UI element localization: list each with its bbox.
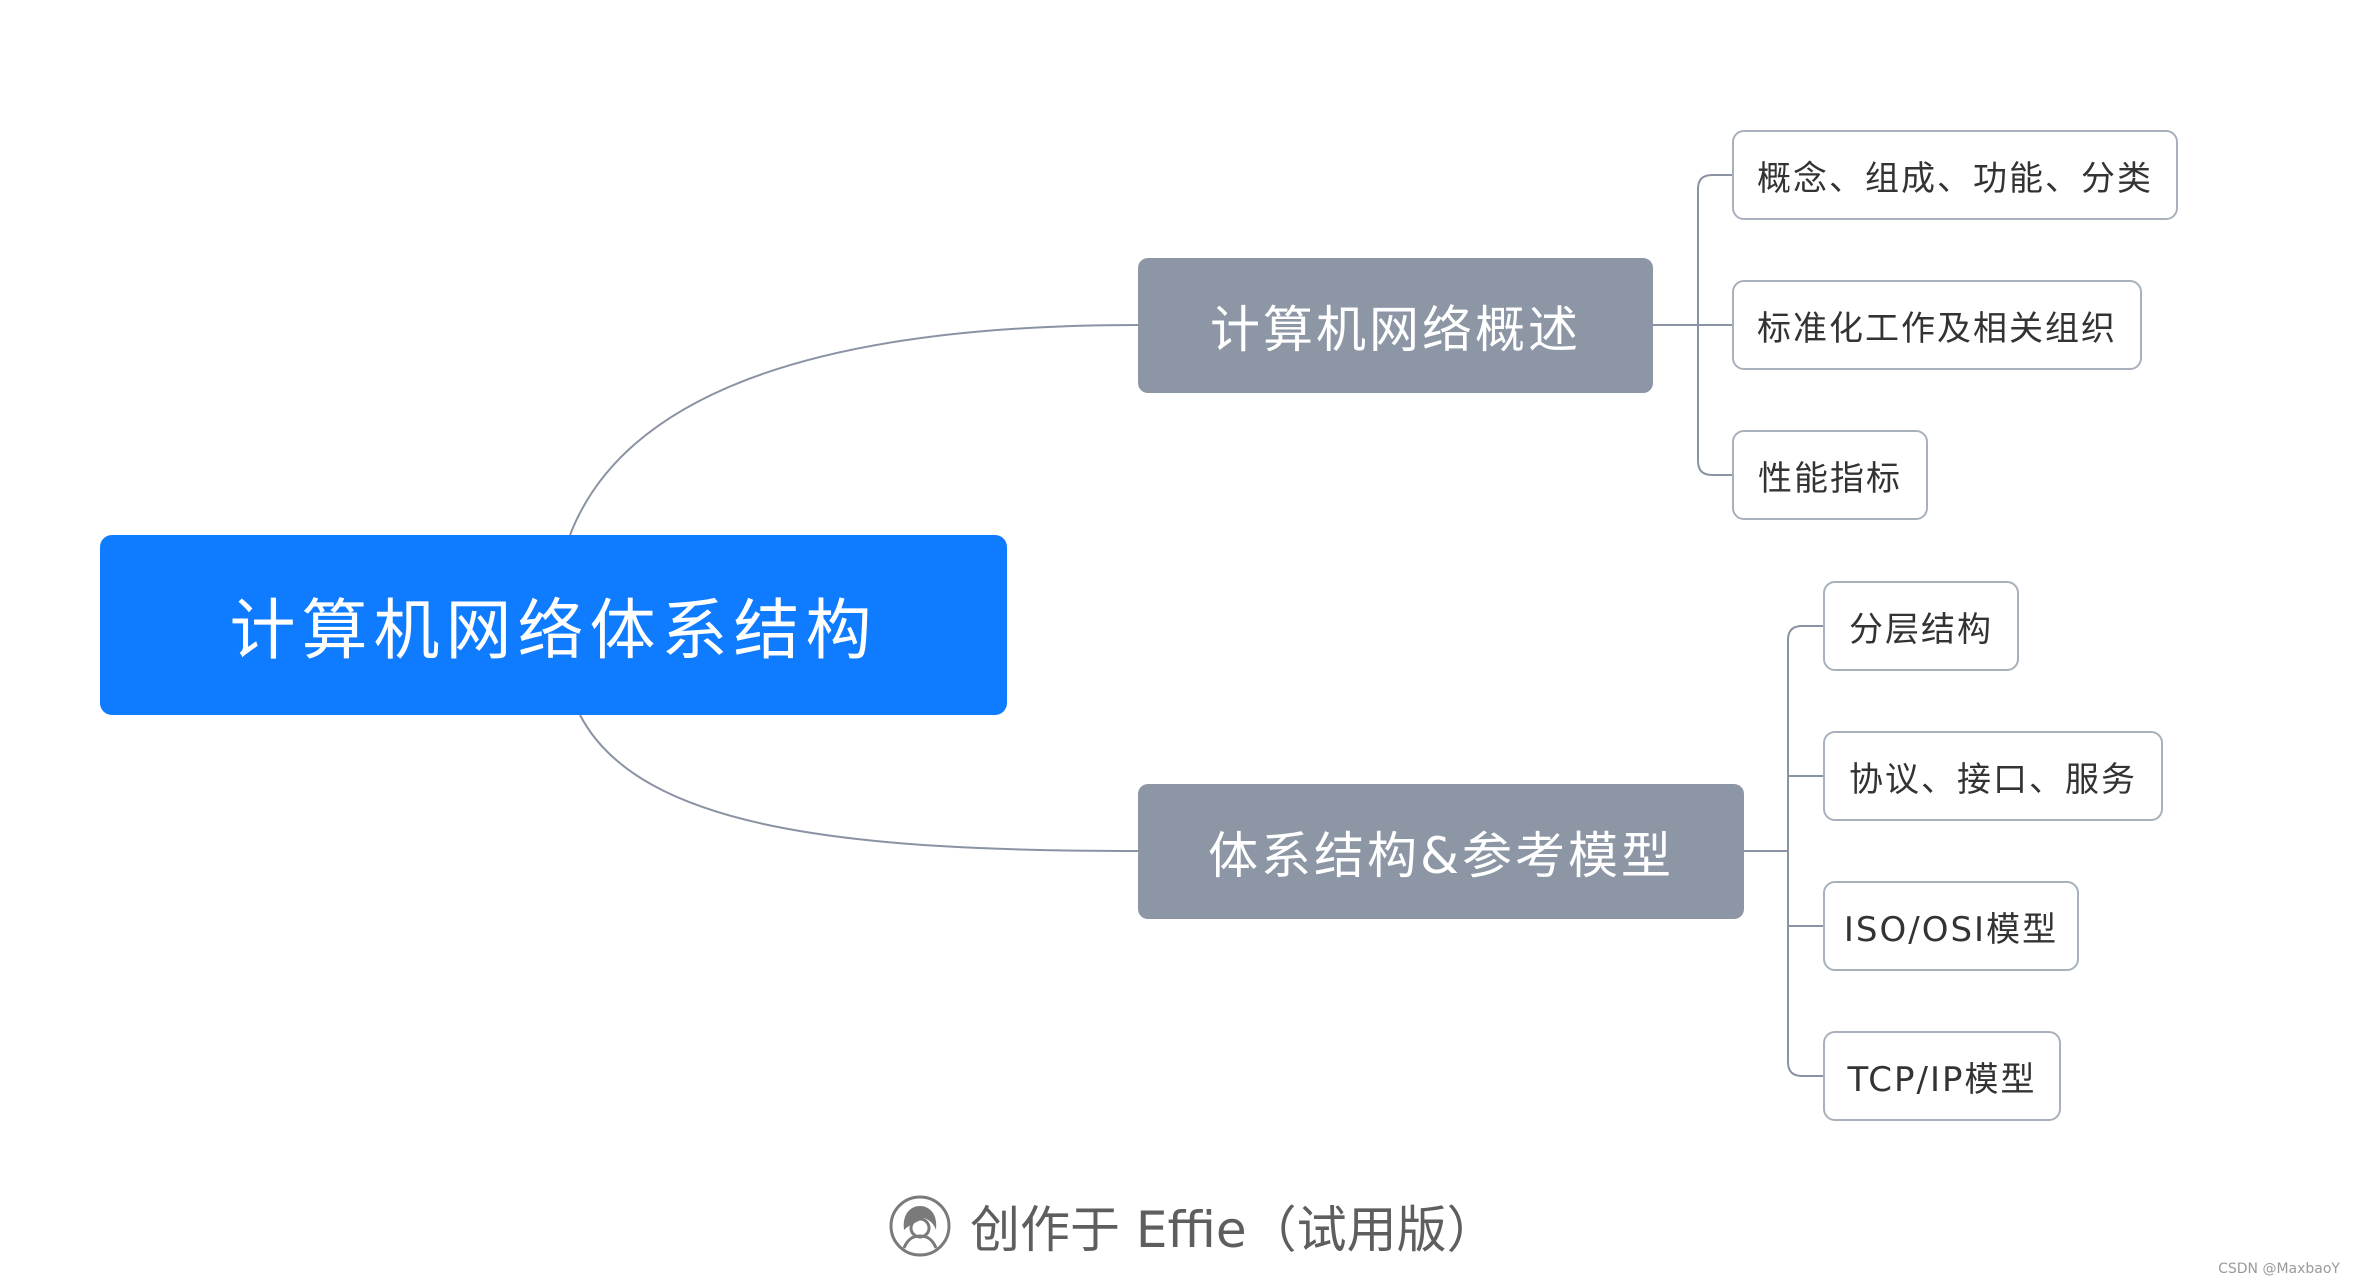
leaf-node-iso-osi-model[interactable]: ISO/OSI模型 [1823, 881, 2079, 971]
root-node[interactable]: 计算机网络体系结构 [100, 535, 1007, 715]
branch-node-architecture-models[interactable]: 体系结构&参考模型 [1138, 784, 1744, 919]
leaf-node-layered-structure[interactable]: 分层结构 [1823, 581, 2019, 671]
branch-2-bracket-connector [1787, 625, 1823, 1077]
root-to-branch-1-connector [569, 324, 1139, 536]
footer-credit: 创作于 Effie（试用版） [888, 1188, 1497, 1264]
effie-avatar-icon [889, 1195, 951, 1257]
leaf-node-concepts[interactable]: 概念、组成、功能、分类 [1732, 130, 2178, 220]
watermark-text: CSDN @MaxbaoY [2218, 1261, 2340, 1277]
leaf-node-protocol-interface-service[interactable]: 协议、接口、服务 [1823, 731, 2163, 821]
leaf-node-standardization[interactable]: 标准化工作及相关组织 [1732, 280, 2142, 370]
footer-text: 创作于 Effie（试用版） [970, 1201, 1497, 1259]
branch-node-network-overview[interactable]: 计算机网络概述 [1138, 258, 1653, 393]
leaf-node-tcp-ip-model[interactable]: TCP/IP模型 [1823, 1031, 2061, 1121]
root-to-branch-2-connector [579, 714, 1139, 852]
leaf-node-performance[interactable]: 性能指标 [1732, 430, 1928, 520]
